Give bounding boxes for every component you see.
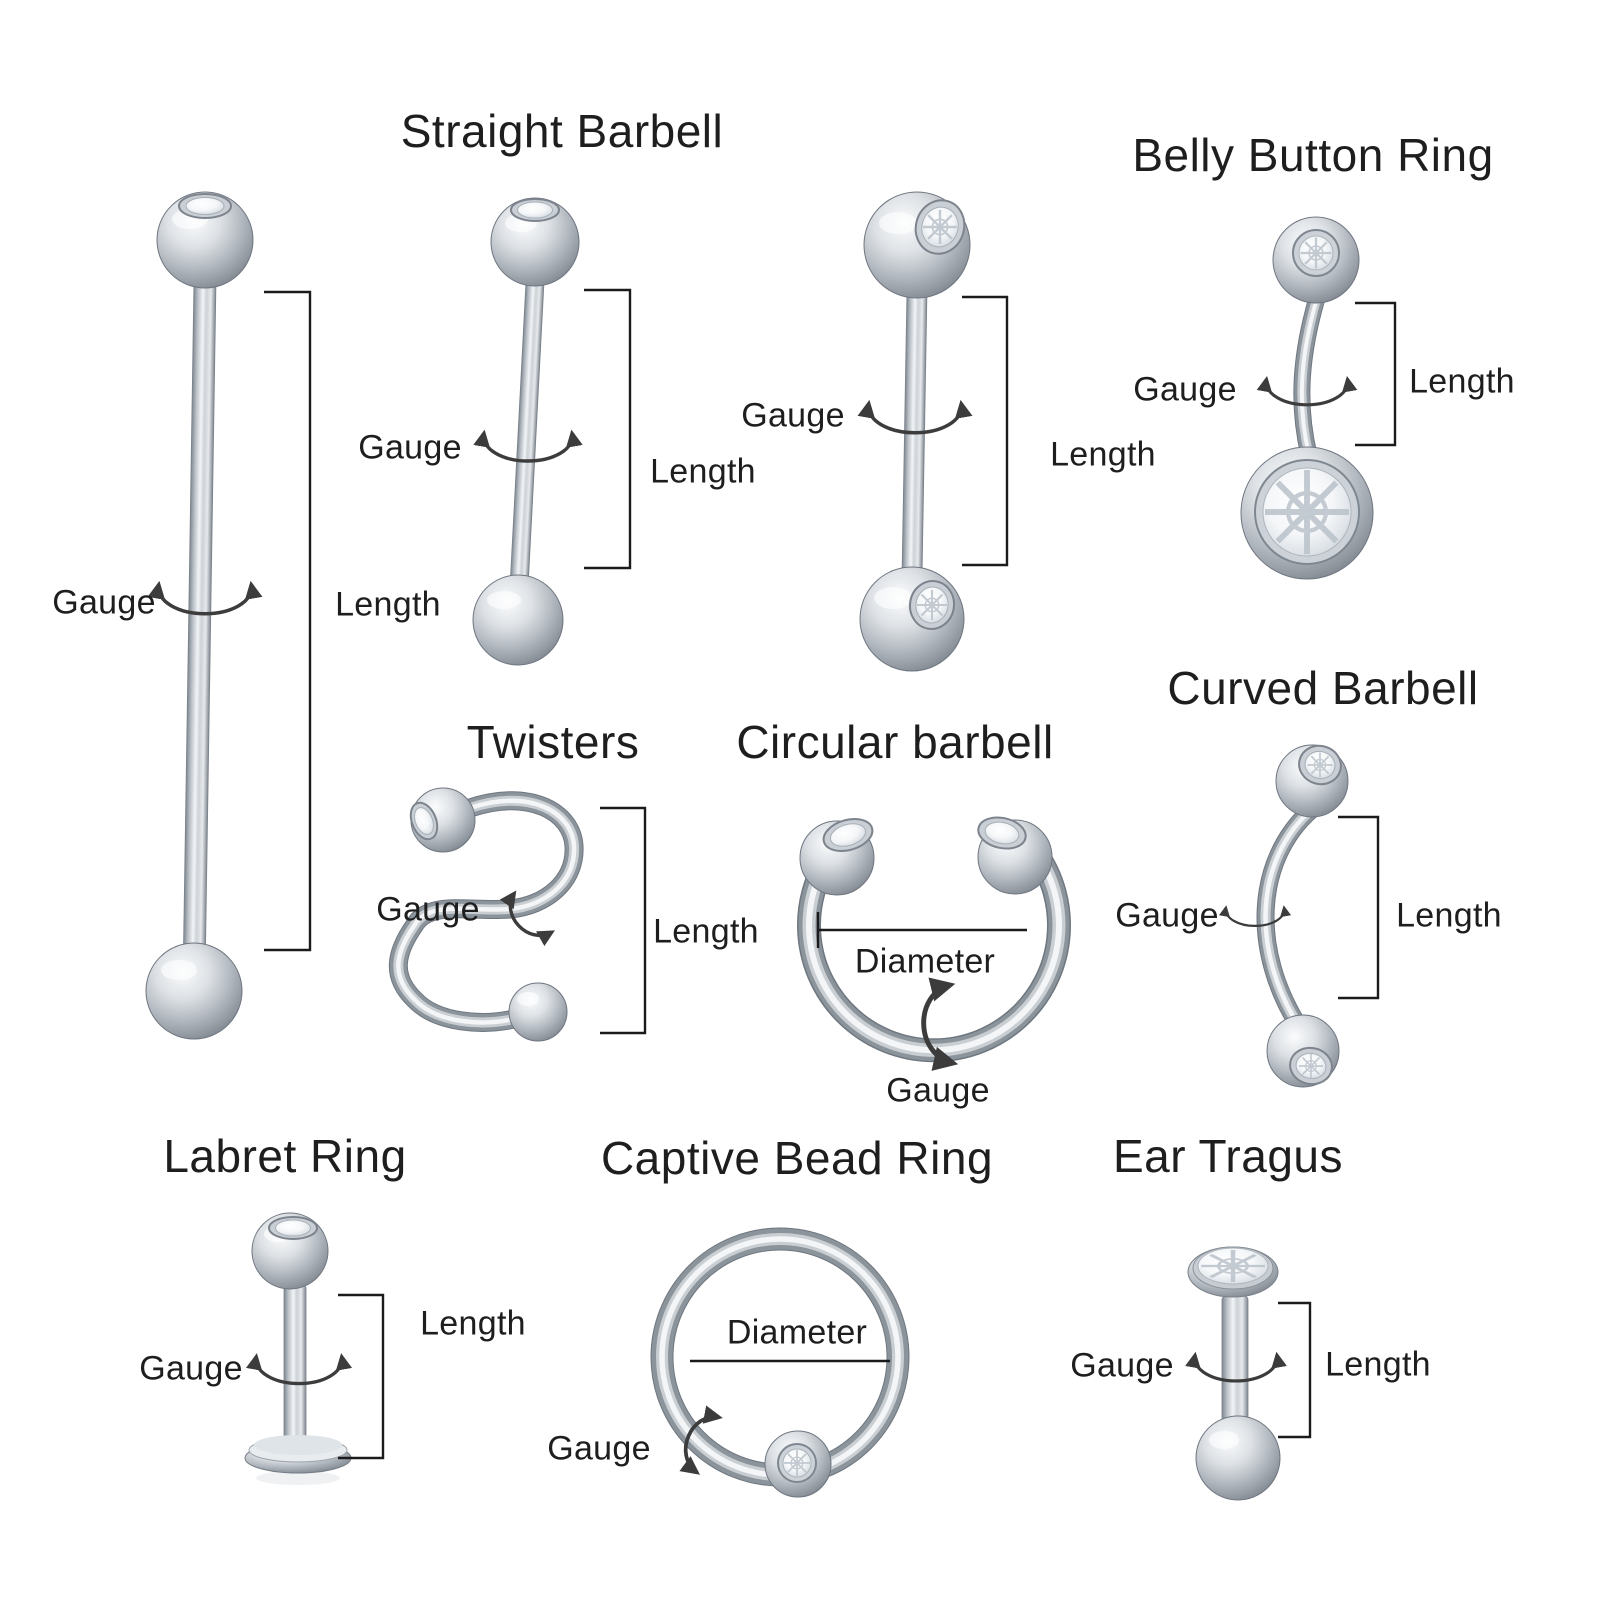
labret-ring-title: Labret Ring [163, 1130, 407, 1182]
length-bracket [338, 1293, 385, 1460]
straight-barbell-short-illustration [859, 191, 971, 672]
length-bracket [1355, 301, 1397, 447]
curved-barbell-title: Curved Barbell [1167, 662, 1479, 714]
circular-barbell-diameter-label: Diameter [854, 942, 996, 981]
diameter-line [816, 912, 1027, 948]
circular-barbell-illustration [800, 816, 1059, 1050]
straight-barbell-medium-length-label: Length [650, 452, 756, 491]
straight-barbell-short-length-label: Length [1050, 435, 1156, 474]
twisters-gauge-label: Gauge [376, 890, 480, 929]
labret-ring-illustration [244, 1212, 352, 1485]
straight-barbell-medium-illustration [472, 197, 580, 666]
straight-barbell-short-gauge-label: Gauge [741, 396, 845, 435]
captive-bead-ring-gauge-label: Gauge [547, 1429, 651, 1468]
twisters-illustration [398, 787, 574, 1042]
curved-barbell-gauge-label: Gauge [1115, 896, 1219, 935]
length-bracket [600, 806, 647, 1035]
captive-bead-ring-diameter-label: Diameter [726, 1313, 868, 1352]
labret-ring-gauge-label: Gauge [139, 1349, 243, 1388]
curved-barbell-illustration [1266, 744, 1349, 1088]
ear-tragus-title: Ear Tragus [1113, 1130, 1343, 1182]
twisters-length-label: Length [653, 912, 759, 951]
length-bracket [584, 288, 632, 570]
straight-barbell-medium-gauge-label: Gauge [358, 428, 462, 467]
twisters-title: Twisters [466, 716, 640, 768]
belly-button-ring-illustration [1240, 216, 1374, 580]
belly-button-ring-length-label: Length [1409, 362, 1515, 401]
ear-tragus-gauge-label: Gauge [1070, 1346, 1174, 1385]
length-bracket [1278, 1301, 1312, 1439]
belly-button-ring-gauge-label: Gauge [1133, 370, 1237, 409]
gauge-rotation-arrow [1226, 907, 1284, 925]
straight-barbell-long-gauge-label: Gauge [52, 583, 156, 622]
straight-barbell-long-illustration [145, 191, 254, 1040]
length-bracket [1338, 815, 1380, 1000]
circular-barbell-gauge-label: Gauge [886, 1071, 990, 1110]
ear-tragus-length-label: Length [1325, 1345, 1431, 1384]
straight-barbell-long-length-label: Length [335, 585, 441, 624]
curved-barbell-length-label: Length [1396, 896, 1502, 935]
length-bracket [962, 295, 1009, 567]
length-bracket [264, 290, 312, 952]
labret-ring-length-label: Length [420, 1304, 526, 1343]
circular-barbell-title: Circular barbell [736, 716, 1054, 768]
ear-tragus-illustration [1187, 1246, 1281, 1501]
captive-bead-ring-title: Captive Bead Ring [600, 1132, 994, 1184]
belly-button-ring-title: Belly Button Ring [1132, 129, 1494, 181]
straight-barbell-title: Straight Barbell [400, 105, 724, 157]
captive-bead-ring-illustration [662, 1239, 898, 1498]
